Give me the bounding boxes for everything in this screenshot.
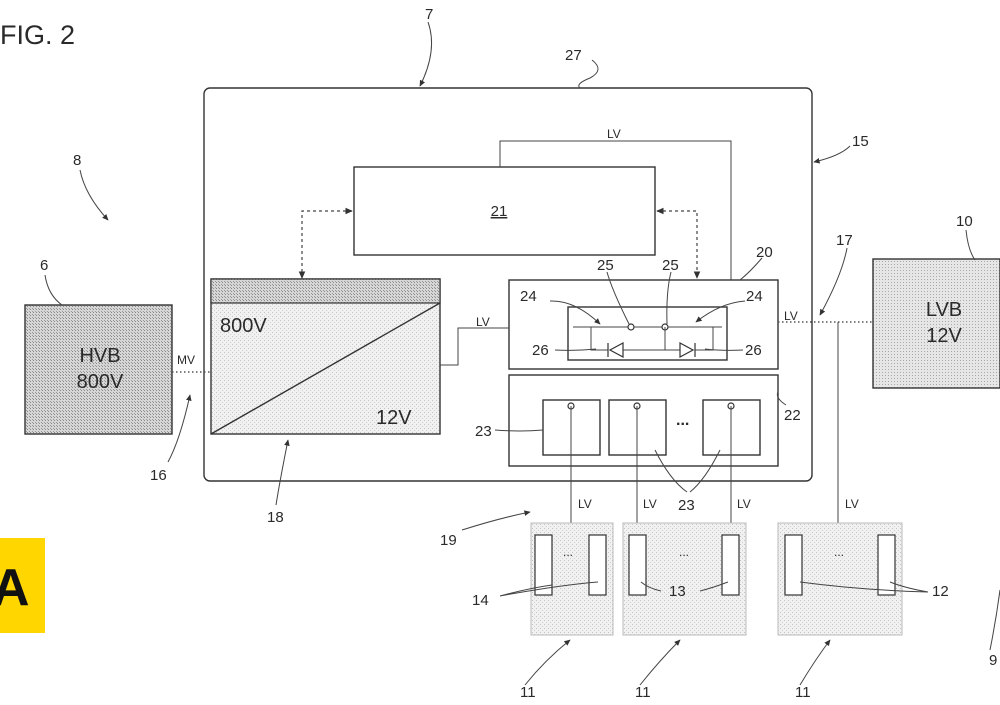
ref-16: 16	[150, 467, 167, 484]
brand-logo: A	[0, 538, 45, 633]
leader-lines	[44, 21, 1000, 686]
ref-11-middle: 11	[635, 684, 651, 701]
ref-7: 7	[425, 6, 433, 23]
ref-17: 17	[836, 232, 853, 249]
ref-11-right: 11	[795, 684, 811, 701]
lv-label-converter: LV	[476, 315, 490, 329]
logo-letter: A	[0, 559, 30, 617]
figure-title: FIG. 2	[0, 20, 75, 50]
module-dots-3: ...	[834, 545, 844, 559]
converter-low-voltage: 12V	[376, 407, 412, 429]
lv-label-lvb: LV	[784, 309, 798, 323]
ref-15: 15	[852, 133, 869, 150]
mv-label: MV	[177, 353, 195, 367]
ref-24-right: 24	[746, 288, 763, 305]
load-module-3: ...	[777, 522, 903, 636]
ref-11-left: 11	[520, 684, 536, 701]
ref-24-left: 24	[520, 288, 537, 305]
load-module-2: ...	[622, 522, 747, 636]
lv-label-2: LV	[643, 497, 657, 511]
lvb-label: LVB	[926, 299, 962, 321]
dc-dc-converter: 800V 12V	[210, 278, 441, 435]
load-module-1: ...	[530, 522, 614, 636]
ref-18: 18	[267, 509, 284, 526]
lv-label-1: LV	[578, 497, 592, 511]
ref-8: 8	[73, 152, 81, 169]
hvb-voltage: 800V	[77, 371, 124, 393]
ref-9: 9	[989, 652, 997, 669]
lv-battery: LVB 12V	[872, 258, 1000, 389]
ref-25-left: 25	[597, 257, 614, 274]
ref-22: 22	[784, 407, 801, 424]
lv-label-3: LV	[737, 497, 751, 511]
module-dots-1: ...	[563, 545, 573, 559]
switch-circuit-box	[567, 306, 728, 361]
ref-10: 10	[956, 213, 973, 230]
controller-block: 21	[353, 166, 656, 256]
converter-high-voltage: 800V	[220, 315, 267, 337]
switching-unit	[508, 279, 779, 370]
lv-label-4: LV	[845, 497, 859, 511]
converter-lv-line	[440, 327, 509, 366]
fuse-box: ...	[508, 374, 779, 467]
ref-12: 12	[932, 583, 949, 600]
ref-25-right: 25	[662, 257, 679, 274]
ref-26-left: 26	[532, 342, 549, 359]
hvb-label: HVB	[79, 345, 120, 367]
control-link-converter	[298, 207, 353, 279]
fuse-dots: ...	[676, 412, 689, 429]
diode-left	[607, 341, 624, 359]
ref-27: 27	[565, 47, 582, 64]
ref-19: 19	[440, 532, 457, 549]
ref-14: 14	[472, 592, 489, 609]
lvb-voltage: 12V	[926, 325, 962, 347]
converter-diagonal	[210, 302, 441, 435]
control-link-switch	[656, 207, 701, 279]
controller-lv-feed	[499, 140, 732, 280]
main-unit-housing	[203, 87, 813, 482]
ref-6: 6	[40, 257, 48, 274]
ref-13: 13	[669, 583, 686, 600]
hv-battery: HVB 800V	[24, 304, 173, 435]
diode-right	[679, 341, 696, 359]
lv-label-top: LV	[607, 127, 621, 141]
ref-23-left: 23	[475, 423, 492, 440]
ref-20: 20	[756, 244, 773, 261]
ref-23-bottom: 23	[678, 497, 695, 514]
ref-26-right: 26	[745, 342, 762, 359]
switch-contact-left	[627, 323, 635, 331]
controller-label: 21	[491, 203, 508, 220]
module-dots-2: ...	[679, 545, 689, 559]
